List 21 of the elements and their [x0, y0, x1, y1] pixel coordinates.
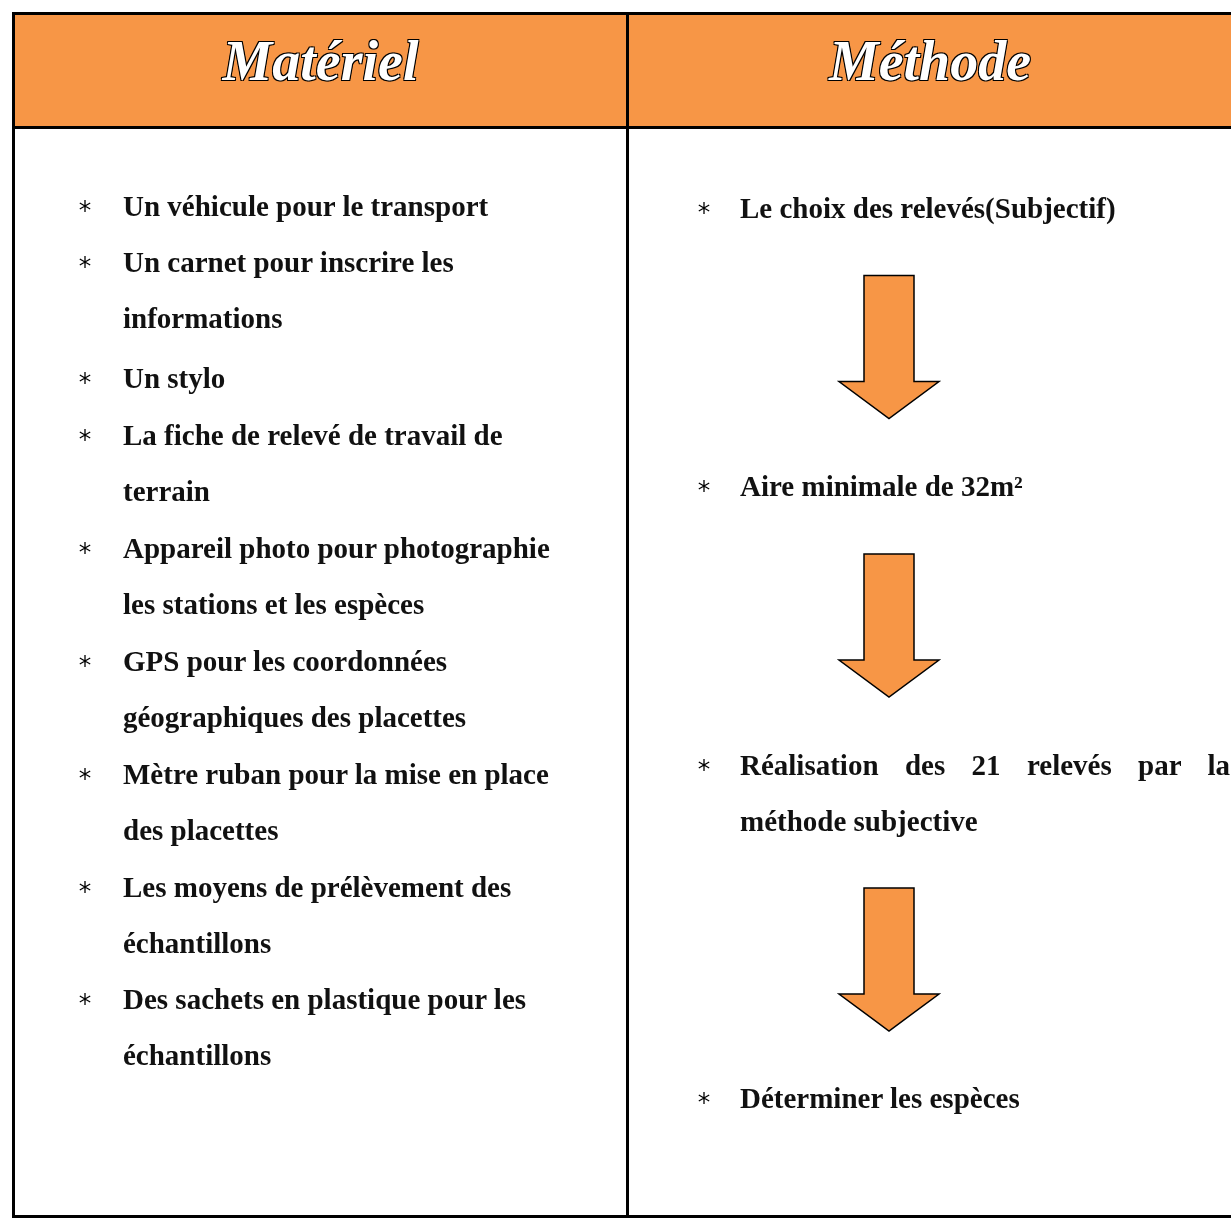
list-item: Un véhicule pour le transport: [123, 189, 490, 224]
table-cell: [12, 126, 629, 1218]
arrow: [836, 553, 942, 698]
header-cell: [12, 12, 629, 129]
header-cell: [626, 12, 1231, 129]
list-item: Les moyens de prélèvement des échantillons: [123, 870, 513, 961]
list-item: Un stylo: [123, 361, 227, 396]
column-heading: Matériel: [222, 29, 419, 93]
arrow: [836, 274, 942, 420]
step-text: Réalisation des 21 relevés par la méthode subjective: [740, 737, 1230, 849]
column-heading: Méthode: [828, 29, 1032, 93]
list-item: Appareil photo pour photographie les stations et les espèces: [123, 531, 551, 622]
arrow: [836, 887, 942, 1032]
step-text: Le choix des relevés(Subjectif): [740, 180, 1116, 236]
list-item: GPS pour les coordonnées géographiques des placettes: [123, 644, 468, 735]
list-item: Des sachets en plastique pour les échantillons: [123, 982, 528, 1073]
list-item: Un carnet pour inscrire les informations: [123, 245, 455, 336]
list-item: Mètre ruban pour la mise en place des placettes: [123, 757, 550, 848]
list-item: La fiche de relevé de travail de terrain: [123, 418, 504, 509]
step-text: Déterminer les espèces: [740, 1070, 1020, 1126]
step-text: Aire minimale de 32m²: [740, 458, 1023, 514]
